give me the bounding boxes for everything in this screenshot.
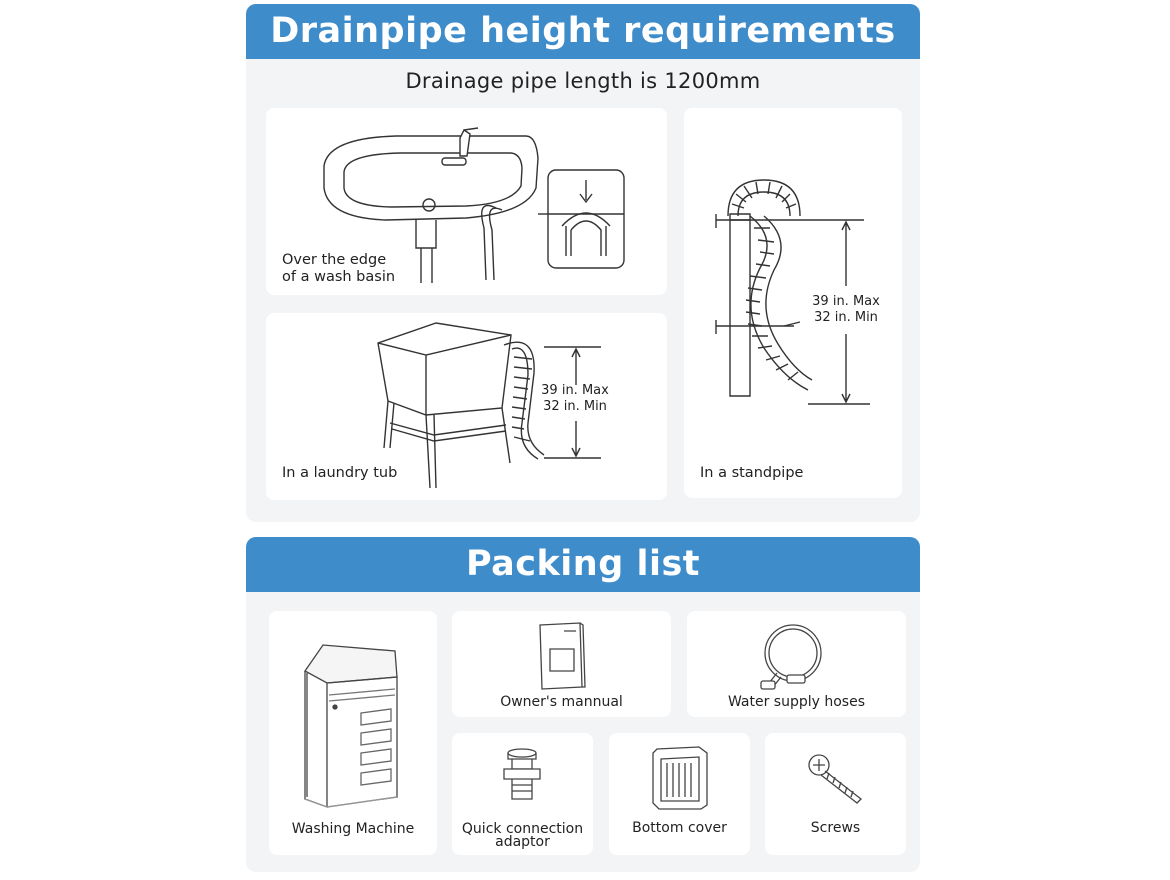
drainpipe-subtitle: Drainage pipe length is 1200mm [405, 69, 761, 93]
basin-label: Over the edge of a wash basin [282, 252, 396, 285]
standpipe-card: 39 in. Max 32 in. Min In a standpipe [684, 108, 902, 498]
hose-icon [687, 611, 906, 717]
washing-machine-label: Washing Machine [291, 821, 415, 837]
packing-title: Packing list [246, 537, 920, 592]
screws-card: Screws [765, 733, 906, 855]
wash-basin-illustration [266, 108, 667, 295]
adaptor-label: Quick connection adaptor [461, 821, 584, 850]
screw-icon [765, 733, 906, 855]
basin-card: Over the edge of a wash basin [266, 108, 667, 295]
screws-label: Screws [810, 820, 861, 836]
washing-machine-icon [269, 611, 437, 855]
owners-manual-label: Owner's mannual [500, 694, 623, 710]
bottom-cover-label: Bottom cover [632, 820, 727, 836]
tub-height-label: 39 in. Max 32 in. Min [541, 383, 609, 414]
laundry-tub-card: 39 in. Max 32 in. Min In a laundry tub [266, 313, 667, 500]
packing-section: Packing list Washing Machine Owner's man… [246, 537, 920, 872]
adaptor-card: Quick connection adaptor [452, 733, 593, 855]
owners-manual-card: Owner's mannual [452, 611, 671, 717]
adaptor-icon [452, 733, 593, 855]
water-hoses-label: Water supply hoses [727, 694, 866, 710]
drainpipe-title: Drainpipe height requirements [246, 4, 920, 59]
tub-label: In a laundry tub [282, 465, 398, 481]
bottom-cover-icon [609, 733, 750, 855]
bottom-cover-card: Bottom cover [609, 733, 750, 855]
manual-icon [452, 611, 671, 717]
drainpipe-section: Drainpipe height requirements Drainage p… [246, 4, 920, 522]
standpipe-label: In a standpipe [700, 465, 804, 481]
standpipe-illustration [684, 108, 902, 498]
water-hoses-card: Water supply hoses [687, 611, 906, 717]
laundry-tub-illustration [266, 313, 667, 500]
standpipe-height-label: 39 in. Max 32 in. Min [812, 294, 880, 325]
washing-machine-card: Washing Machine [269, 611, 437, 855]
